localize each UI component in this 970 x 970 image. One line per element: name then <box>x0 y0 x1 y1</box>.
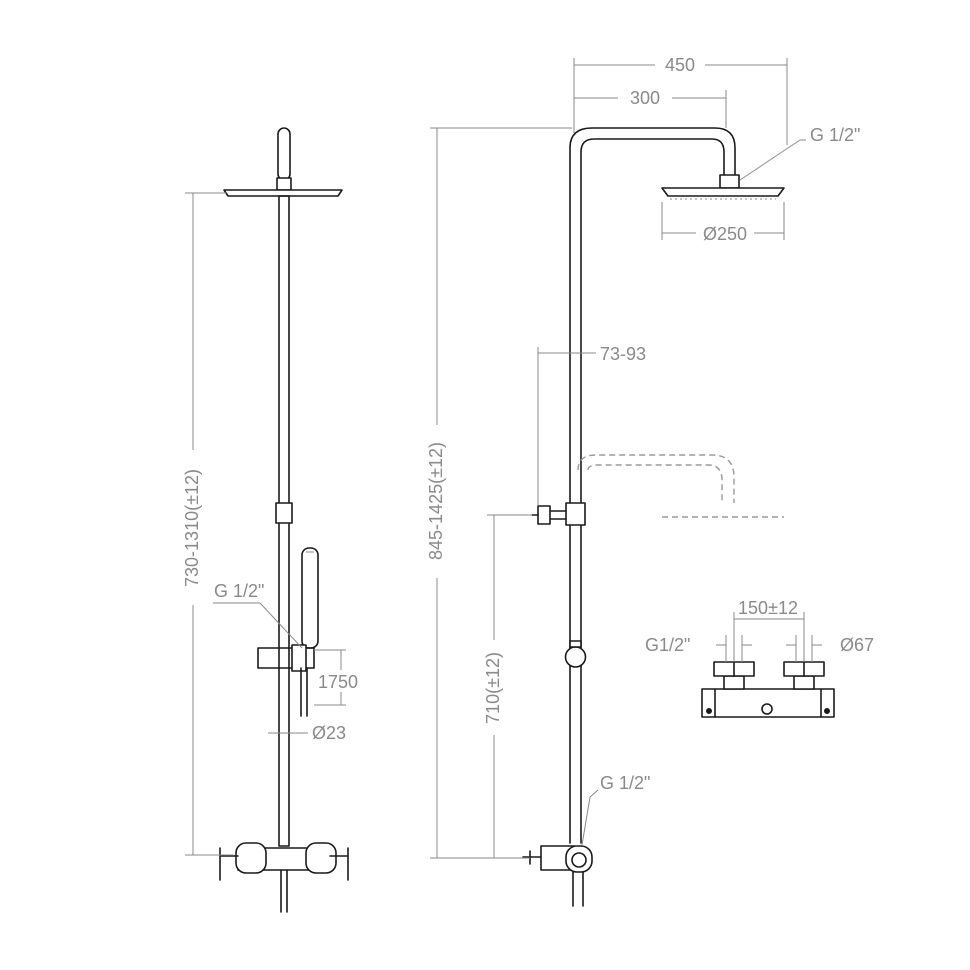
mixer-outlet <box>280 869 288 913</box>
pipe-union <box>564 646 587 668</box>
hand-shower-holder-clip <box>291 644 307 672</box>
side-valve-outlet <box>572 871 584 907</box>
dimension-outlet-thread: G 1/2" <box>581 773 650 846</box>
hand-shower-length-label: 1750 <box>318 672 358 692</box>
lowered-head-position <box>577 454 735 503</box>
dimension-inlet-thread: G1/2" <box>645 635 752 662</box>
pipe-union-collar <box>569 640 582 648</box>
dimension-arm-projection: 300 <box>574 88 727 128</box>
valve-detail: 150±12 G1/2" Ø67 <box>645 598 874 718</box>
side-bracket-arm <box>549 510 567 520</box>
hand-shower-holder <box>257 647 315 669</box>
dimension-hand-shower-diameter: Ø23 <box>268 723 346 743</box>
mixer-right-knob <box>305 842 337 874</box>
dimension-height-range: 730-1310(±12) <box>182 192 234 856</box>
side-valve-diverter-knob <box>571 852 587 868</box>
riser-top-cap <box>277 127 291 181</box>
rain-shower-head-side <box>661 187 785 197</box>
dimension-head-diameter: Ø250 <box>661 202 785 244</box>
dimension-escutcheon-diameter: Ø67 <box>786 635 874 662</box>
detail-center-outlet <box>761 703 773 715</box>
dimension-hand-shower-thread: G 1/2" <box>213 581 303 649</box>
detail-left-inlet <box>723 675 745 690</box>
dimension-valve-height: 710(±12) <box>483 514 532 859</box>
dimension-bracket-offset: 73-93 <box>537 344 646 505</box>
side-view: 450 300 G 1/2" Ø250 73-93 <box>426 55 860 907</box>
sliding-bracket <box>275 502 293 524</box>
riser-and-arm <box>569 127 736 844</box>
hand-shower-thread-label: G 1/2" <box>214 581 264 601</box>
dimension-total-height: 845-1425(±12) <box>426 127 572 859</box>
valve-height-label: 710(±12) <box>483 652 503 724</box>
shower-hose <box>300 667 308 717</box>
detail-left-screw <box>706 708 712 714</box>
detail-right-inlet <box>793 675 815 690</box>
head-thread-label: G 1/2" <box>810 125 860 145</box>
shower-head-connector <box>276 177 292 191</box>
bracket-offset-label: 73-93 <box>600 344 646 364</box>
detail-right-screw <box>824 708 830 714</box>
hand-shower-diameter-label: Ø23 <box>312 723 346 743</box>
mixer-left-knob <box>235 842 267 874</box>
head-diameter-label: Ø250 <box>703 224 747 244</box>
outlet-thread-label: G 1/2" <box>600 773 650 793</box>
mixer-wall-connectors <box>219 847 349 881</box>
dimension-head-thread: G 1/2" <box>739 125 860 181</box>
dimension-hand-shower-length: 1750 <box>314 649 358 706</box>
arm-projection-label: 300 <box>630 88 660 108</box>
front-view: 730-1310(±12) G 1/2" 1750 Ø23 <box>182 127 358 913</box>
total-height-label: 845-1425(±12) <box>426 442 446 560</box>
height-range-label: 730-1310(±12) <box>182 469 202 587</box>
arm-reach-label: 450 <box>665 55 695 75</box>
side-bracket-wall-mount <box>537 505 551 525</box>
rain-shower-head <box>223 189 343 197</box>
inlet-thread-label: G1/2" <box>645 635 690 655</box>
escutcheon-diameter-label: Ø67 <box>840 635 874 655</box>
center-distance-label: 150±12 <box>738 598 798 618</box>
side-sliding-bracket <box>565 502 586 526</box>
head-swivel-connector <box>719 174 740 189</box>
hand-shower <box>301 547 319 649</box>
dimension-center-distance: 150±12 <box>733 598 805 662</box>
dimension-arm-reach: 450 <box>573 55 788 145</box>
